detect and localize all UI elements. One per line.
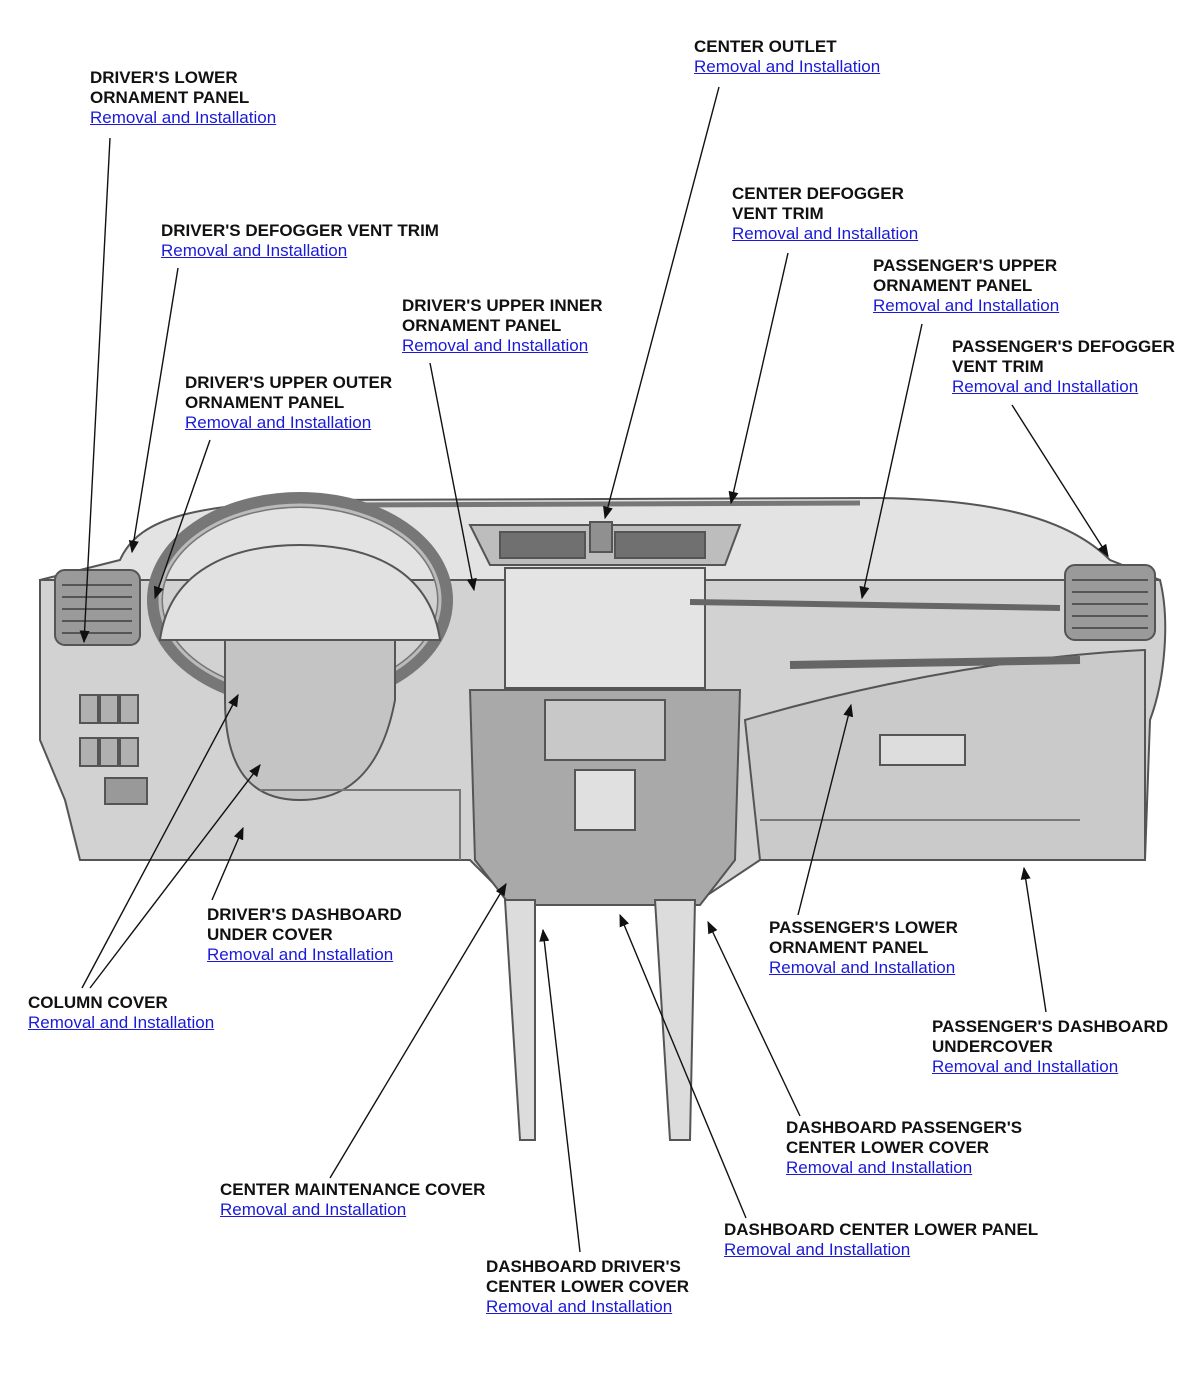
callout-drivers-upper-inner-ornament-panel: DRIVER'S UPPER INNER ORNAMENT PANEL Remo… xyxy=(402,296,603,356)
callout-passengers-lower-ornament-panel: PASSENGER'S LOWER ORNAMENT PANEL Removal… xyxy=(769,918,958,978)
callout-title: VENT TRIM xyxy=(732,204,824,223)
leader-drivers-defogger-vent-trim xyxy=(128,267,179,554)
removal-installation-link[interactable]: Removal and Installation xyxy=(786,1158,973,1177)
callout-title: CENTER DEFOGGER xyxy=(732,184,904,203)
removal-installation-link[interactable]: Removal and Installation xyxy=(932,1057,1119,1076)
callout-title: ORNAMENT PANEL xyxy=(769,938,929,957)
callout-drivers-lower-ornament-panel: DRIVER'S LOWER ORNAMENT PANEL Removal an… xyxy=(90,68,276,128)
callout-title: CENTER LOWER COVER xyxy=(486,1277,690,1296)
removal-installation-link[interactable]: Removal and Installation xyxy=(402,336,589,355)
center-display xyxy=(504,567,706,689)
callout-title: DRIVER'S UPPER INNER xyxy=(402,296,603,315)
callout-title: CENTER MAINTENANCE COVER xyxy=(220,1180,486,1199)
callout-title: PASSENGER'S DASHBOARD xyxy=(932,1017,1169,1036)
leader-drivers-lower-ornament-panel xyxy=(79,137,111,644)
callout-title: CENTER LOWER COVER xyxy=(786,1138,990,1157)
removal-installation-link[interactable]: Removal and Installation xyxy=(769,958,956,977)
callout-title: DASHBOARD PASSENGER'S xyxy=(786,1118,1023,1137)
callout-title: DASHBOARD CENTER LOWER PANEL xyxy=(724,1220,1039,1239)
callout-title: DRIVER'S DEFOGGER VENT TRIM xyxy=(161,221,439,240)
callout-passengers-dashboard-undercover: PASSENGER'S DASHBOARD UNDERCOVER Removal… xyxy=(932,1017,1168,1077)
callout-center-outlet: CENTER OUTLET Removal and Installation xyxy=(694,37,880,77)
leader-passengers-dashboard-undercover xyxy=(1020,866,1047,1013)
callout-title: PASSENGER'S UPPER xyxy=(873,256,1058,275)
callout-passengers-upper-ornament-panel: PASSENGER'S UPPER ORNAMENT PANEL Removal… xyxy=(873,256,1059,316)
callout-title: ORNAMENT PANEL xyxy=(402,316,562,335)
leader-column-cover-b xyxy=(89,763,261,989)
callout-title: DRIVER'S UPPER OUTER xyxy=(185,373,393,392)
callout-center-maintenance-cover: CENTER MAINTENANCE COVER Removal and Ins… xyxy=(220,1180,485,1220)
leader-drivers-upper-inner-ornament-panel xyxy=(429,362,477,592)
removal-installation-link[interactable]: Removal and Installation xyxy=(161,241,348,260)
leader-drivers-dashboard-under-cover xyxy=(211,826,244,901)
callout-title: VENT TRIM xyxy=(952,357,1044,376)
callout-title: DRIVER'S DASHBOARD xyxy=(207,905,402,924)
instrument-cluster xyxy=(158,543,442,641)
removal-installation-link[interactable]: Removal and Installation xyxy=(486,1297,673,1316)
removal-installation-link[interactable]: Removal and Installation xyxy=(694,57,881,76)
removal-installation-link[interactable]: Removal and Installation xyxy=(207,945,394,964)
passengers-side-vent xyxy=(1064,564,1156,641)
leader-drivers-upper-outer-ornament-panel xyxy=(153,439,211,600)
leader-dashboard-drivers-center-lower-cover xyxy=(539,928,581,1253)
steering-column xyxy=(224,639,396,802)
removal-installation-link[interactable]: Removal and Installation xyxy=(732,224,919,243)
callout-dashboard-drivers-center-lower-cover: DASHBOARD DRIVER'S CENTER LOWER COVER Re… xyxy=(486,1257,689,1317)
removal-installation-link[interactable]: Removal and Installation xyxy=(952,377,1139,396)
callout-drivers-upper-outer-ornament-panel: DRIVER'S UPPER OUTER ORNAMENT PANEL Remo… xyxy=(185,373,392,433)
callout-drivers-dashboard-under-cover: DRIVER'S DASHBOARD UNDER COVER Removal a… xyxy=(207,905,402,965)
removal-installation-link[interactable]: Removal and Installation xyxy=(724,1240,911,1259)
callout-title: ORNAMENT PANEL xyxy=(90,88,250,107)
leader-dashboard-passengers-center-lower-cover xyxy=(707,920,801,1117)
callout-title: PASSENGER'S DEFOGGER xyxy=(952,337,1175,356)
removal-installation-link[interactable]: Removal and Installation xyxy=(220,1200,407,1219)
callout-column-cover: COLUMN COVER Removal and Installation xyxy=(28,993,214,1033)
callout-title: ORNAMENT PANEL xyxy=(873,276,1033,295)
callout-center-defogger-vent-trim: CENTER DEFOGGER VENT TRIM Removal and In… xyxy=(732,184,918,244)
removal-installation-link[interactable]: Removal and Installation xyxy=(873,296,1060,315)
callout-dashboard-center-lower-panel: DASHBOARD CENTER LOWER PANEL Removal and… xyxy=(724,1220,1038,1260)
leader-lines xyxy=(79,86,1109,1253)
leader-dashboard-center-lower-panel xyxy=(619,913,747,1219)
callout-title: ORNAMENT PANEL xyxy=(185,393,345,412)
drivers-side-vent xyxy=(54,569,141,646)
leader-center-maintenance-cover xyxy=(329,882,507,1179)
leader-passengers-defogger-vent-trim xyxy=(1011,404,1109,558)
removal-installation-link[interactable]: Removal and Installation xyxy=(90,108,277,127)
callout-title: DRIVER'S LOWER xyxy=(90,68,238,87)
callout-drivers-defogger-vent-trim: DRIVER'S DEFOGGER VENT TRIM Removal and … xyxy=(161,221,439,261)
callout-title: DASHBOARD DRIVER'S xyxy=(486,1257,681,1276)
callout-passengers-defogger-vent-trim: PASSENGER'S DEFOGGER VENT TRIM Removal a… xyxy=(952,337,1175,397)
callout-title: UNDERCOVER xyxy=(932,1037,1053,1056)
leader-center-defogger-vent-trim xyxy=(728,252,789,505)
dashboard-illustration xyxy=(39,492,1167,1141)
removal-installation-link[interactable]: Removal and Installation xyxy=(185,413,372,432)
leader-center-outlet xyxy=(603,86,720,520)
leader-passengers-upper-ornament-panel xyxy=(859,323,923,600)
callout-title: CENTER OUTLET xyxy=(694,37,837,56)
callout-dashboard-passengers-center-lower-cover: DASHBOARD PASSENGER'S CENTER LOWER COVER… xyxy=(786,1118,1022,1178)
leader-passengers-lower-ornament-panel xyxy=(797,703,854,916)
callout-title: UNDER COVER xyxy=(207,925,333,944)
removal-installation-link[interactable]: Removal and Installation xyxy=(28,1013,215,1032)
center-console-legs xyxy=(503,899,697,1141)
callout-title: PASSENGER'S LOWER xyxy=(769,918,958,937)
leader-column-cover-a xyxy=(81,693,239,989)
callout-title: COLUMN COVER xyxy=(28,993,168,1012)
